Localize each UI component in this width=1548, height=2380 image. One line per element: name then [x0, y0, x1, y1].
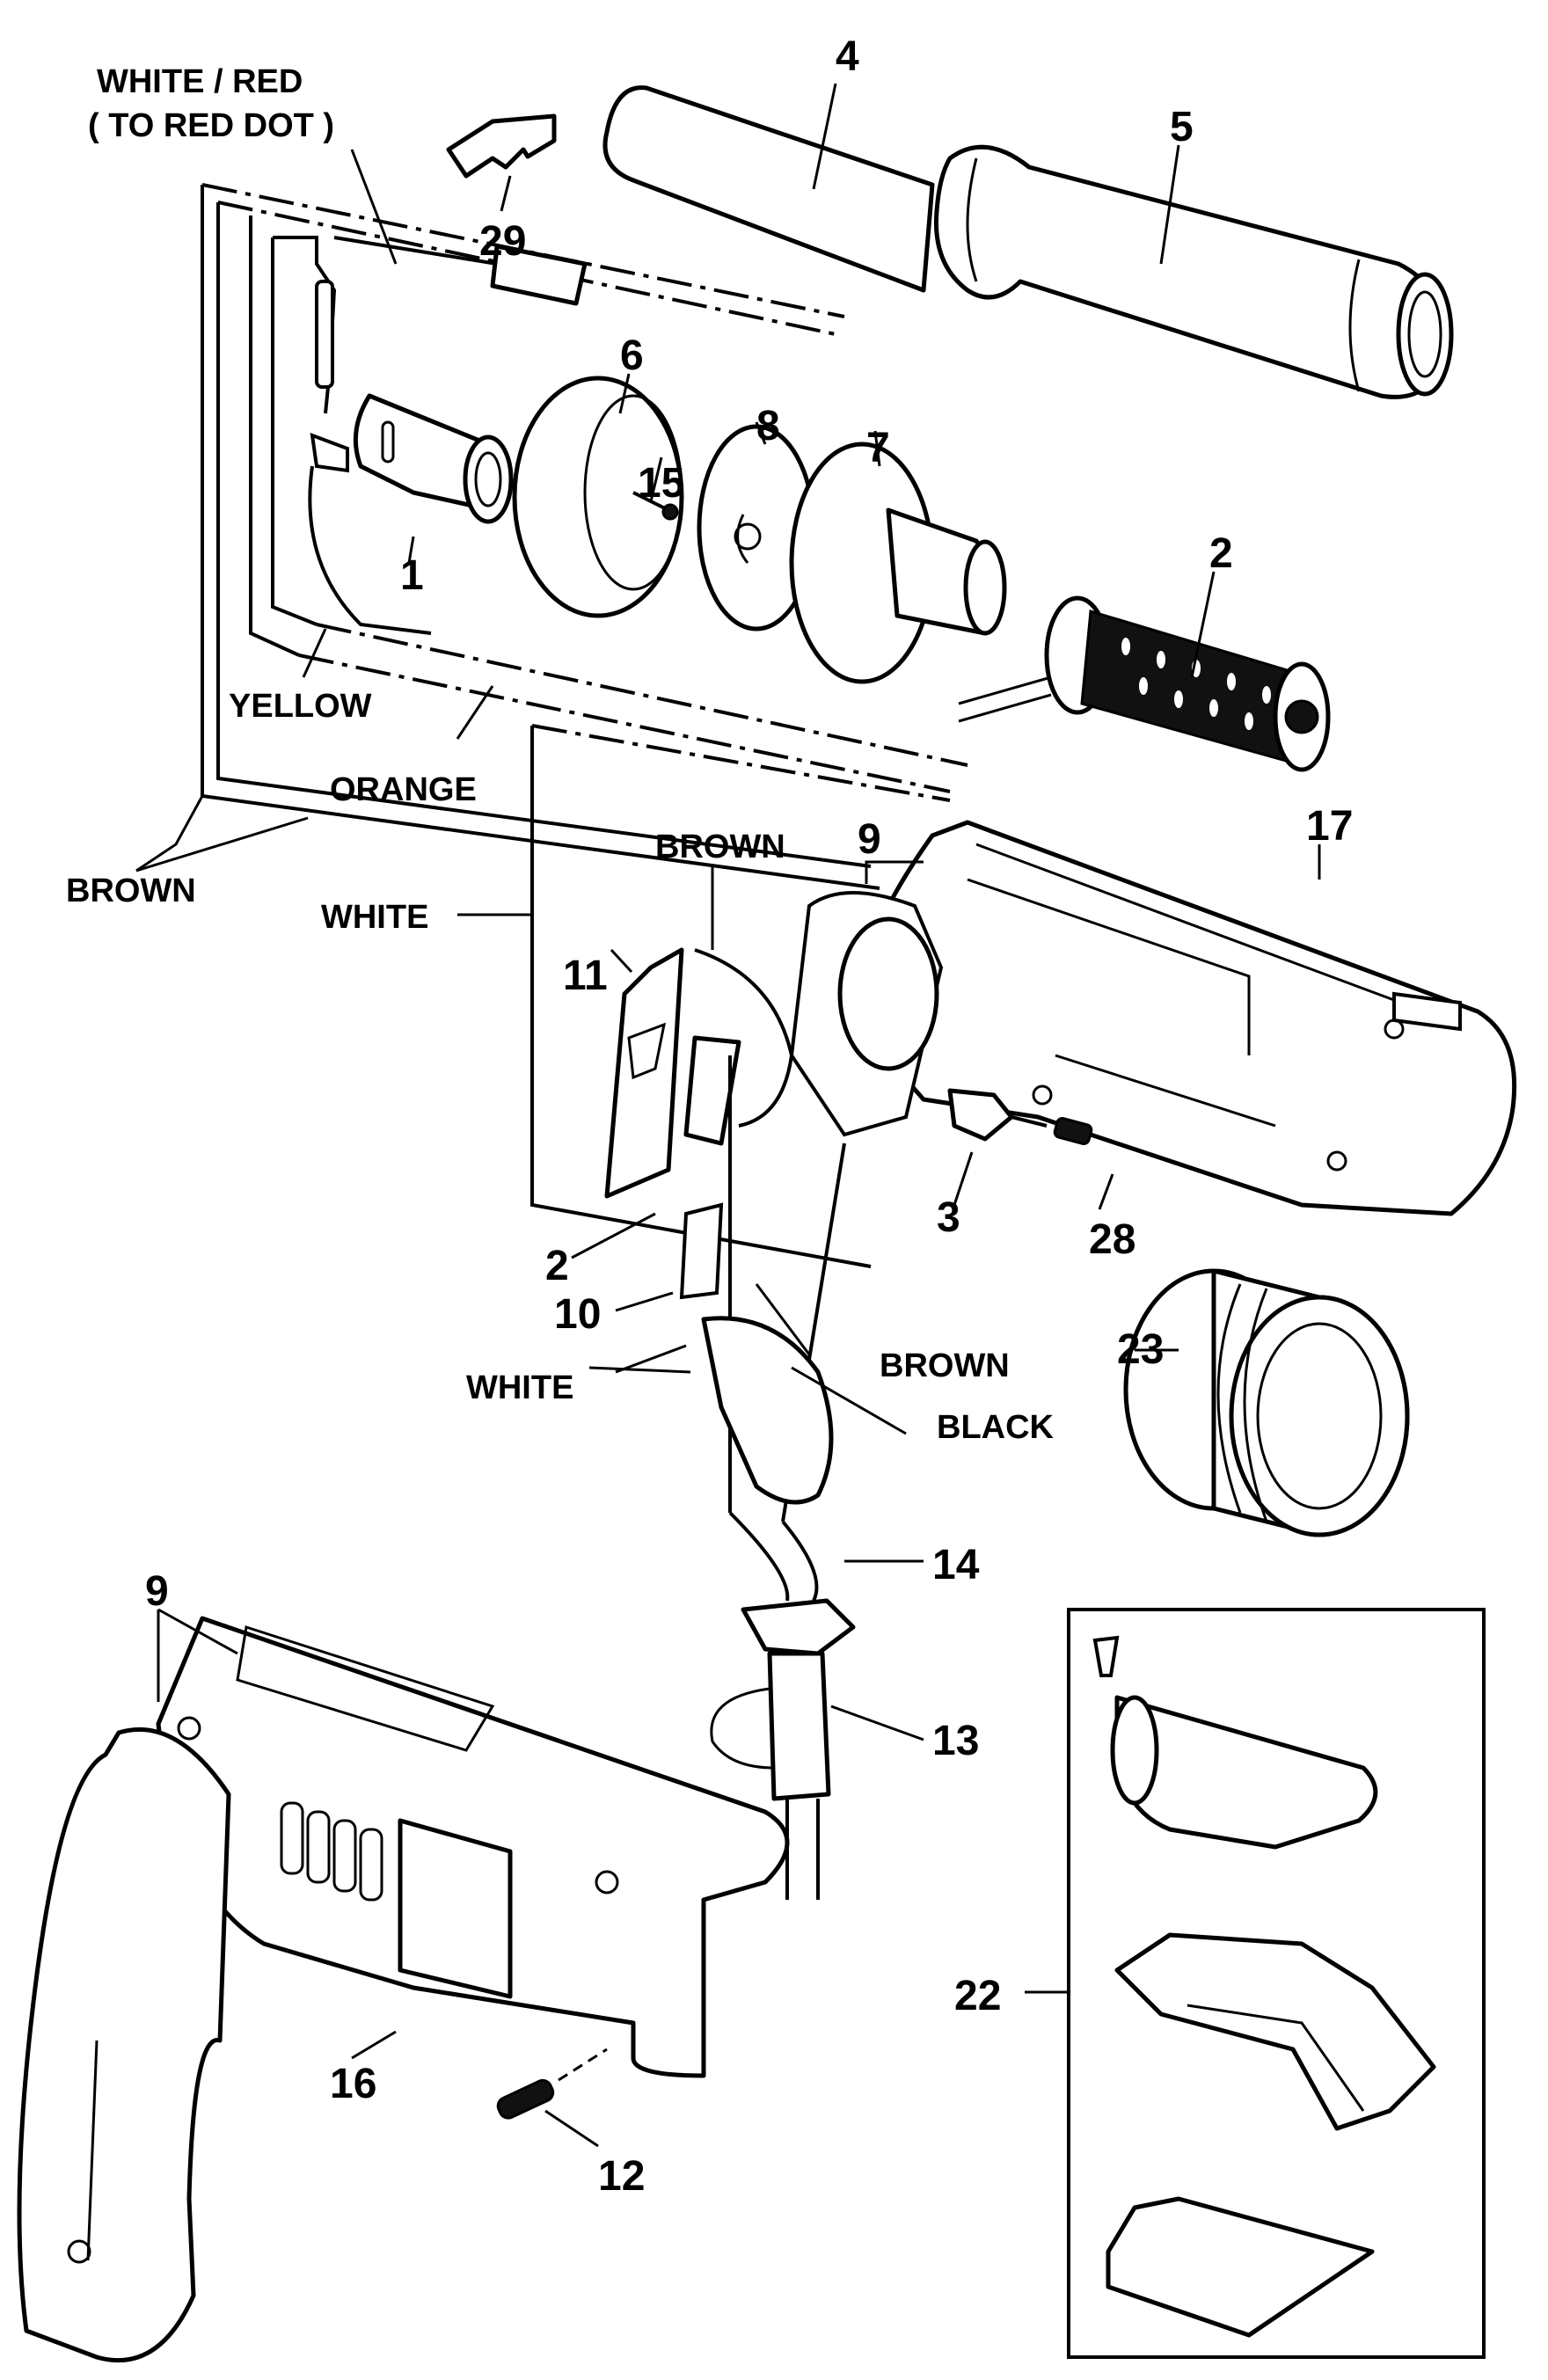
leader-lines — [135, 83, 1321, 2148]
label-wire-white-left: WHITE — [321, 899, 428, 936]
label-to-red-dot: ( TO RED DOT ) — [88, 107, 334, 144]
yellow-wire-run — [316, 623, 968, 767]
part-17-label — [1392, 991, 1462, 1032]
label-part-4: 4 — [836, 33, 859, 80]
part-28-spring — [1053, 1117, 1093, 1145]
cord-assembly — [710, 1511, 856, 1900]
part-4-outer-barrel — [602, 85, 935, 293]
part-9-housing-right — [789, 820, 1517, 1216]
part-2-heating-element — [958, 595, 1331, 772]
label-part-15: 15 — [638, 460, 684, 507]
part-12-screw — [496, 2048, 608, 2120]
label-part-9-lower: 9 — [145, 1568, 169, 1615]
part-7-air-guide — [789, 442, 1007, 684]
label-part-8: 8 — [756, 403, 780, 449]
orange-wire — [249, 215, 300, 657]
label-part-2-switch: 2 — [545, 1243, 569, 1289]
label-part-11: 11 — [563, 953, 608, 999]
motor-terminal — [310, 432, 349, 473]
label-part-5: 5 — [1170, 104, 1194, 150]
part-10-cord-clamp — [679, 1202, 724, 1300]
label-part-10: 10 — [554, 1291, 601, 1338]
part-number-labels: 4 5 29 6 15 8 7 1 2 9 17 11 2 10 3 28 23… — [145, 33, 1353, 2200]
switch-assembly — [604, 947, 1093, 1522]
wire-color-labels: WHITE / RED ( TO RED DOT ) YELLOW ORANGE… — [66, 63, 1055, 1446]
brown-wire-inner — [216, 202, 872, 868]
part-14-cord — [728, 1511, 790, 1602]
label-part-6: 6 — [620, 332, 644, 379]
brown-switch-wire — [694, 948, 794, 1128]
yellow-wire — [271, 237, 318, 626]
part-2-switch — [683, 1035, 741, 1146]
label-wire-brown-mid: BROWN — [880, 1347, 1010, 1384]
brown-wire-top — [201, 183, 845, 318]
label-part-23: 23 — [1117, 1326, 1164, 1373]
barrel-assembly — [602, 85, 1454, 399]
lead-sleeve — [315, 280, 334, 389]
vent-slots — [280, 1801, 383, 1902]
label-part-2-heater: 2 — [1209, 530, 1233, 577]
label-wire-orange: ORANGE — [330, 771, 477, 808]
label-part-16: 16 — [330, 2061, 376, 2107]
white-wire-frame — [530, 726, 872, 1268]
label-part-1: 1 — [400, 552, 424, 599]
label-wire-brown-top: BROWN — [655, 829, 785, 865]
label-part-29: 29 — [479, 218, 526, 265]
kit-screw — [1092, 1635, 1120, 1677]
accessory-kit-box — [1067, 1608, 1486, 2359]
orange-wire-run — [298, 653, 951, 793]
part-3-actuator — [947, 1088, 1014, 1142]
part-5-inner-barrel — [933, 144, 1446, 399]
label-part-9-upper: 9 — [858, 816, 881, 863]
label-wire-white-red: WHITE / RED — [97, 63, 303, 100]
white-wire-run — [531, 724, 951, 802]
part-6-fan-housing — [512, 376, 684, 618]
barrel-outlet — [1396, 272, 1454, 397]
label-part-12: 12 — [598, 2153, 645, 2200]
part-16-nameplate — [398, 1818, 513, 1999]
label-part-22: 22 — [954, 1973, 1001, 2019]
wiring-harness — [201, 183, 968, 1268]
part-13-cord-protector — [741, 1598, 856, 1656]
label-wire-brown-left: BROWN — [66, 872, 196, 909]
part-23-intake-grille — [1123, 1268, 1410, 1537]
label-wire-yellow: YELLOW — [229, 688, 372, 725]
label-part-17: 17 — [1306, 803, 1353, 850]
part-22-accessory-kit — [1067, 1608, 1486, 2359]
yellow-motor-lead — [308, 465, 432, 635]
label-part-28: 28 — [1089, 1216, 1135, 1263]
label-part-13: 13 — [932, 1718, 979, 1764]
label-part-3: 3 — [937, 1194, 960, 1241]
part-9-housing-left — [17, 1616, 790, 2363]
label-part-7: 7 — [866, 425, 890, 471]
label-part-14: 14 — [932, 1542, 980, 1588]
part-29-clip — [446, 113, 557, 179]
part-1-motor — [308, 393, 514, 635]
label-wire-black: BLACK — [937, 1409, 1055, 1446]
label-wire-white-mid: WHITE — [466, 1369, 573, 1406]
